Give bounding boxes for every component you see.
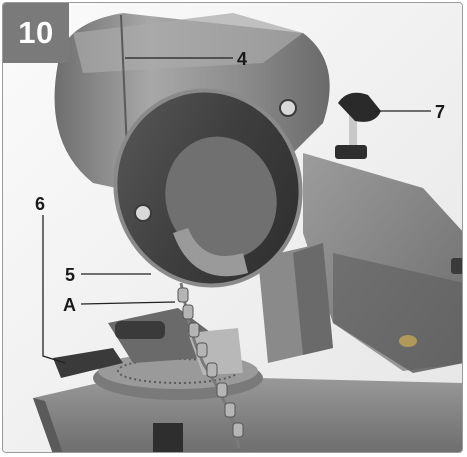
grinding-wheel-edge bbox=[173, 228, 248, 277]
callout-7: 7 bbox=[435, 102, 446, 122]
callout-6: 6 bbox=[35, 194, 46, 214]
base-edge bbox=[33, 398, 63, 452]
leader-lines bbox=[42, 57, 431, 364]
lower-post bbox=[153, 423, 183, 452]
leader-6 bbox=[42, 215, 66, 364]
support-column-shade bbox=[293, 243, 333, 355]
figure-number-badge: 10 bbox=[3, 3, 69, 63]
callout-5: 5 bbox=[65, 265, 76, 285]
knob-threaded-rod bbox=[349, 113, 357, 153]
guard-screw-top bbox=[279, 99, 297, 117]
callout-4: 4 bbox=[237, 49, 248, 69]
knob-nut bbox=[335, 145, 367, 159]
figure-frame: 10 4 7 6 5 A bbox=[2, 2, 463, 453]
stop-lever bbox=[53, 348, 123, 378]
wheel-guard-rim bbox=[113, 88, 303, 288]
chain-links bbox=[177, 287, 244, 438]
callout-a: A bbox=[63, 295, 76, 315]
right-housing-shadow bbox=[333, 253, 462, 371]
pivot-bolt bbox=[451, 258, 462, 274]
wheel-guard-inner bbox=[165, 136, 277, 260]
chain-sharpener-photo bbox=[3, 3, 462, 452]
support-screw bbox=[399, 335, 417, 347]
vise-screw bbox=[115, 321, 165, 339]
knob-head bbox=[338, 92, 381, 122]
leader-A bbox=[80, 301, 176, 305]
guard-screw-left bbox=[134, 204, 152, 222]
